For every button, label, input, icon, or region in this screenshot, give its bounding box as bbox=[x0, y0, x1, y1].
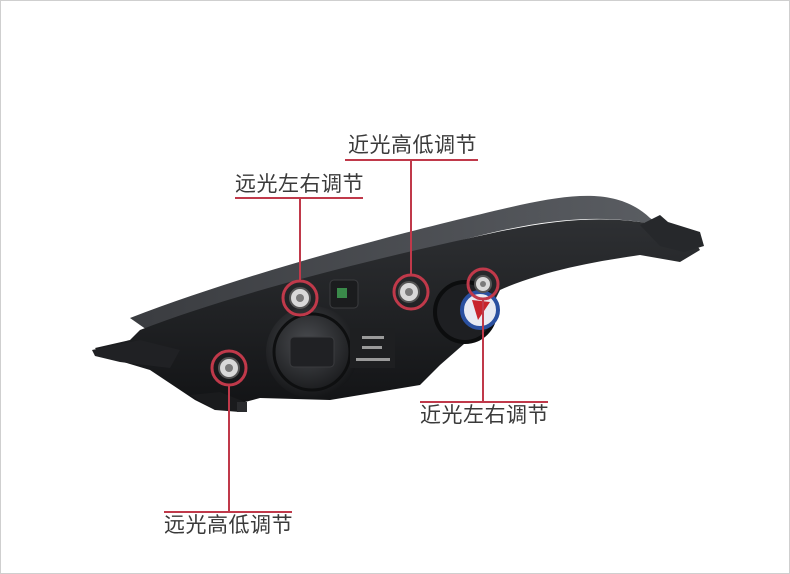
highlight-ring-high-horizontal bbox=[281, 279, 319, 317]
callout-leader-line bbox=[299, 198, 301, 281]
callout-high-beam-horizontal: 远光左右调节 bbox=[235, 172, 364, 196]
callout-underline bbox=[164, 511, 292, 513]
mount-tab-left bbox=[92, 340, 180, 368]
highlight-ring-low-height bbox=[392, 273, 430, 311]
callout-underline bbox=[420, 401, 548, 403]
callout-leader-line bbox=[482, 299, 484, 401]
lower-bracket bbox=[190, 392, 245, 412]
callout-low-beam-horizontal: 近光左右调节 bbox=[420, 403, 549, 427]
callout-high-beam-height: 远光高低调节 bbox=[164, 513, 293, 537]
mount-tab-right bbox=[640, 215, 704, 252]
callout-low-beam-height: 近光高低调节 bbox=[348, 133, 477, 157]
callout-leader-line bbox=[228, 385, 230, 511]
adjuster-screw-icon bbox=[289, 287, 311, 309]
callout-leader-line bbox=[410, 160, 412, 275]
